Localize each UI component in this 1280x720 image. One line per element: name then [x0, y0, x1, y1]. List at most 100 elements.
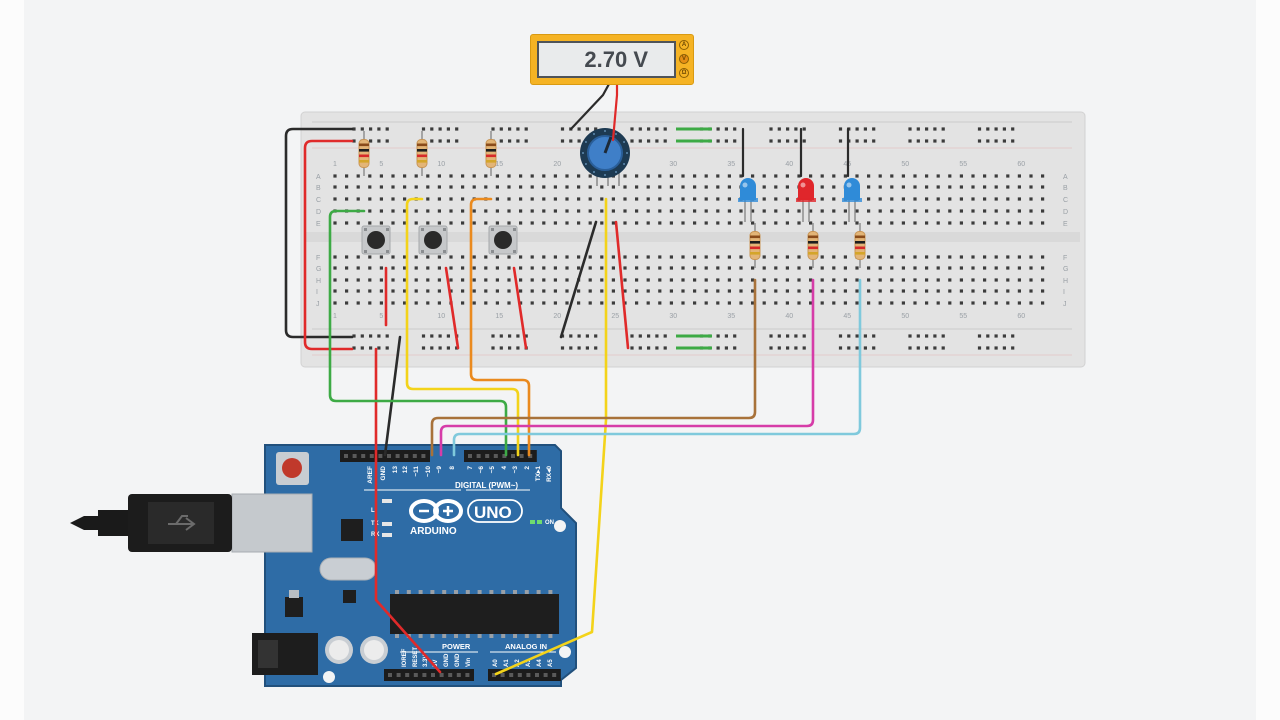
breadboard-hole[interactable]	[994, 255, 998, 259]
breadboard-hole[interactable]	[379, 301, 383, 305]
header-pin[interactable]	[528, 454, 533, 458]
breadboard-hole[interactable]	[704, 278, 708, 282]
breadboard-hole[interactable]	[1017, 185, 1021, 189]
digital-header-low[interactable]	[464, 450, 537, 462]
breadboard-hole[interactable]	[762, 185, 766, 189]
header-pin[interactable]	[476, 454, 481, 458]
wire-led-1-signal[interactable]	[430, 278, 757, 457]
breadboard-hole[interactable]	[777, 139, 781, 143]
breadboard-hole[interactable]	[438, 139, 442, 143]
led-blue[interactable]	[842, 178, 862, 222]
breadboard-hole[interactable]	[426, 197, 430, 201]
breadboard-hole[interactable]	[878, 185, 882, 189]
breadboard-hole[interactable]	[820, 209, 824, 213]
breadboard-hole[interactable]	[983, 221, 987, 225]
breadboard-hole[interactable]	[925, 185, 929, 189]
usb-cable[interactable]	[70, 494, 232, 552]
breadboard-hole[interactable]	[403, 174, 407, 178]
breadboard-hole[interactable]	[553, 289, 557, 293]
breadboard-hole[interactable]	[986, 346, 990, 350]
breadboard-hole[interactable]	[484, 266, 488, 270]
breadboard-hole[interactable]	[872, 346, 876, 350]
breadboard-hole[interactable]	[681, 174, 685, 178]
breadboard-hole[interactable]	[623, 221, 627, 225]
wire-led-2-signal[interactable]	[439, 278, 815, 457]
breadboard-hole[interactable]	[356, 221, 360, 225]
breadboard-hole[interactable]	[890, 174, 894, 178]
breadboard-hole[interactable]	[519, 266, 523, 270]
breadboard-hole[interactable]	[658, 209, 662, 213]
header-pin[interactable]	[439, 673, 444, 677]
breadboard-hole[interactable]	[495, 278, 499, 282]
breadboard-hole[interactable]	[901, 301, 905, 305]
breadboard-hole[interactable]	[508, 334, 512, 338]
breadboard-hole[interactable]	[569, 346, 573, 350]
breadboard-hole[interactable]	[437, 174, 441, 178]
breadboard-hole[interactable]	[832, 255, 836, 259]
breadboard-hole[interactable]	[785, 197, 789, 201]
breadboard-hole[interactable]	[369, 334, 373, 338]
breadboard-hole[interactable]	[739, 266, 743, 270]
breadboard-hole[interactable]	[333, 289, 337, 293]
resistor-led-1[interactable]	[749, 223, 761, 268]
breadboard-hole[interactable]	[638, 127, 642, 131]
breadboard-hole[interactable]	[936, 289, 940, 293]
breadboard-hole[interactable]	[611, 197, 615, 201]
breadboard-hole[interactable]	[681, 209, 685, 213]
breadboard-hole[interactable]	[716, 209, 720, 213]
breadboard-hole[interactable]	[449, 221, 453, 225]
breadboard-hole[interactable]	[832, 221, 836, 225]
breadboard-hole[interactable]	[733, 334, 737, 338]
wire-arduino-gnd[interactable]	[383, 335, 402, 457]
breadboard-hole[interactable]	[971, 289, 975, 293]
breadboard-hole[interactable]	[936, 174, 940, 178]
breadboard-hole[interactable]	[430, 334, 434, 338]
breadboard-hole[interactable]	[421, 127, 426, 131]
breadboard-hole[interactable]	[986, 139, 990, 143]
breadboard-hole[interactable]	[890, 278, 894, 282]
breadboard-hole[interactable]	[391, 221, 395, 225]
breadboard-hole[interactable]	[588, 174, 592, 178]
breadboard-hole[interactable]	[449, 209, 453, 213]
breadboard-hole[interactable]	[1017, 266, 1021, 270]
breadboard-hole[interactable]	[461, 197, 465, 201]
breadboard-hole[interactable]	[681, 221, 685, 225]
breadboard-hole[interactable]	[890, 266, 894, 270]
breadboard-hole[interactable]	[646, 185, 650, 189]
breadboard-hole[interactable]	[872, 139, 876, 143]
breadboard-hole[interactable]	[971, 278, 975, 282]
breadboard-hole[interactable]	[565, 289, 569, 293]
breadboard-hole[interactable]	[867, 174, 871, 178]
breadboard-hole[interactable]	[925, 127, 929, 131]
breadboard-hole[interactable]	[777, 127, 781, 131]
breadboard-hole[interactable]	[901, 221, 905, 225]
breadboard-hole[interactable]	[983, 289, 987, 293]
breadboard-hole[interactable]	[704, 301, 708, 305]
breadboard-hole[interactable]	[542, 221, 546, 225]
breadboard-hole[interactable]	[379, 209, 383, 213]
breadboard-hole[interactable]	[461, 278, 465, 282]
breadboard-hole[interactable]	[908, 127, 912, 131]
breadboard-hole[interactable]	[421, 346, 426, 350]
breadboard-hole[interactable]	[542, 301, 546, 305]
breadboard-hole[interactable]	[936, 209, 940, 213]
breadboard-hole[interactable]	[820, 197, 824, 201]
header-pin[interactable]	[405, 673, 410, 677]
breadboard-hole[interactable]	[855, 127, 859, 131]
breadboard-hole[interactable]	[959, 301, 963, 305]
breadboard-hole[interactable]	[377, 139, 381, 143]
breadboard-hole[interactable]	[1006, 221, 1010, 225]
breadboard-hole[interactable]	[1029, 266, 1033, 270]
breadboard-hole[interactable]	[446, 334, 450, 338]
breadboard-hole[interactable]	[345, 301, 349, 305]
breadboard-hole[interactable]	[794, 334, 798, 338]
header-pin[interactable]	[396, 673, 401, 677]
breadboard-hole[interactable]	[959, 197, 963, 201]
breadboard-hole[interactable]	[600, 266, 604, 270]
breadboard-hole[interactable]	[994, 346, 998, 350]
breadboard-hole[interactable]	[832, 266, 836, 270]
breadboard-hole[interactable]	[971, 301, 975, 305]
breadboard-hole[interactable]	[908, 334, 912, 338]
multimeter-probe-red[interactable]	[611, 82, 619, 142]
breadboard-hole[interactable]	[867, 255, 871, 259]
